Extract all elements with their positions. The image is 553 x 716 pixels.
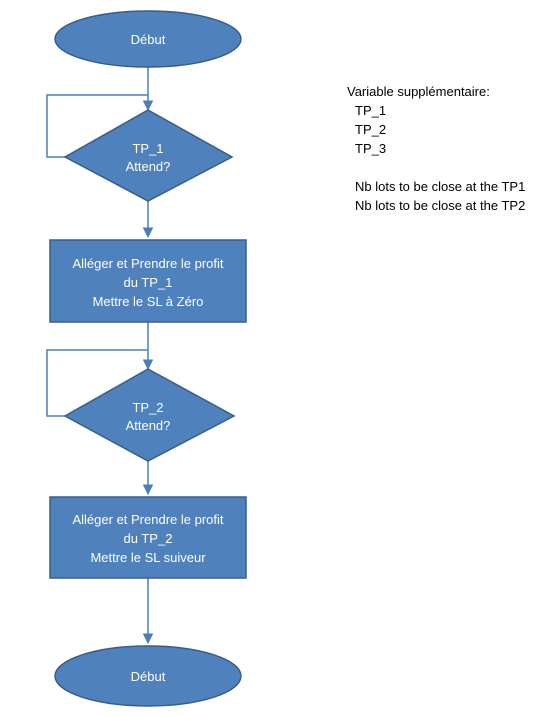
decision-1-diamond — [63, 109, 234, 202]
side-notes: Variable supplémentaire: TP_1 TP_2 TP_3 … — [347, 82, 525, 215]
notes-spacer — [347, 158, 525, 177]
process-node-2: Alléger et Prendre le profit du TP_2 Met… — [49, 496, 247, 579]
lots-note-1: Nb lots to be close at the TP1 — [355, 179, 526, 194]
decision-2-line-1: TP_2 — [132, 400, 163, 415]
decision-node-2: TP_2 Attend? — [63, 368, 236, 462]
process-2-line-1: Alléger et Prendre le profit — [72, 512, 223, 527]
process-2-line-3: Mettre le SL suiveur — [90, 550, 206, 565]
end-node: Début — [54, 645, 242, 707]
process-node-1: Alléger et Prendre le profit du TP_1 Met… — [49, 239, 247, 323]
lots-note-2: Nb lots to be close at the TP2 — [355, 198, 526, 213]
start-oval — [54, 10, 242, 68]
process-1-line-2: du TP_1 — [124, 275, 173, 290]
start-node: Début — [54, 10, 242, 68]
loop-decision-1 — [46, 94, 148, 158]
process-1-line-3: Mettre le SL à Zéro — [93, 294, 204, 309]
variable-item-1: TP_1 — [355, 103, 387, 118]
end-oval — [54, 645, 242, 707]
decision-2-line-2: Attend? — [126, 418, 171, 433]
variable-item-2: TP_2 — [355, 122, 387, 137]
variable-item-3: TP_3 — [355, 141, 387, 156]
process-2-line-2: du TP_2 — [124, 531, 173, 546]
process-2-box — [49, 496, 247, 579]
connectors — [46, 67, 154, 645]
process-1-line-1: Alléger et Prendre le profit — [72, 256, 223, 271]
decision-1-line-1: TP_1 — [132, 141, 163, 156]
loop-decision-2 — [46, 349, 148, 417]
decision-1-line-2: Attend? — [126, 159, 171, 174]
start-label: Début — [131, 32, 166, 47]
end-label: Début — [131, 669, 166, 684]
decision-node-1: TP_1 Attend? — [63, 109, 234, 202]
process-1-box — [49, 239, 247, 323]
decision-2-diamond — [63, 368, 236, 462]
notes-title: Variable supplémentaire: — [347, 84, 490, 99]
